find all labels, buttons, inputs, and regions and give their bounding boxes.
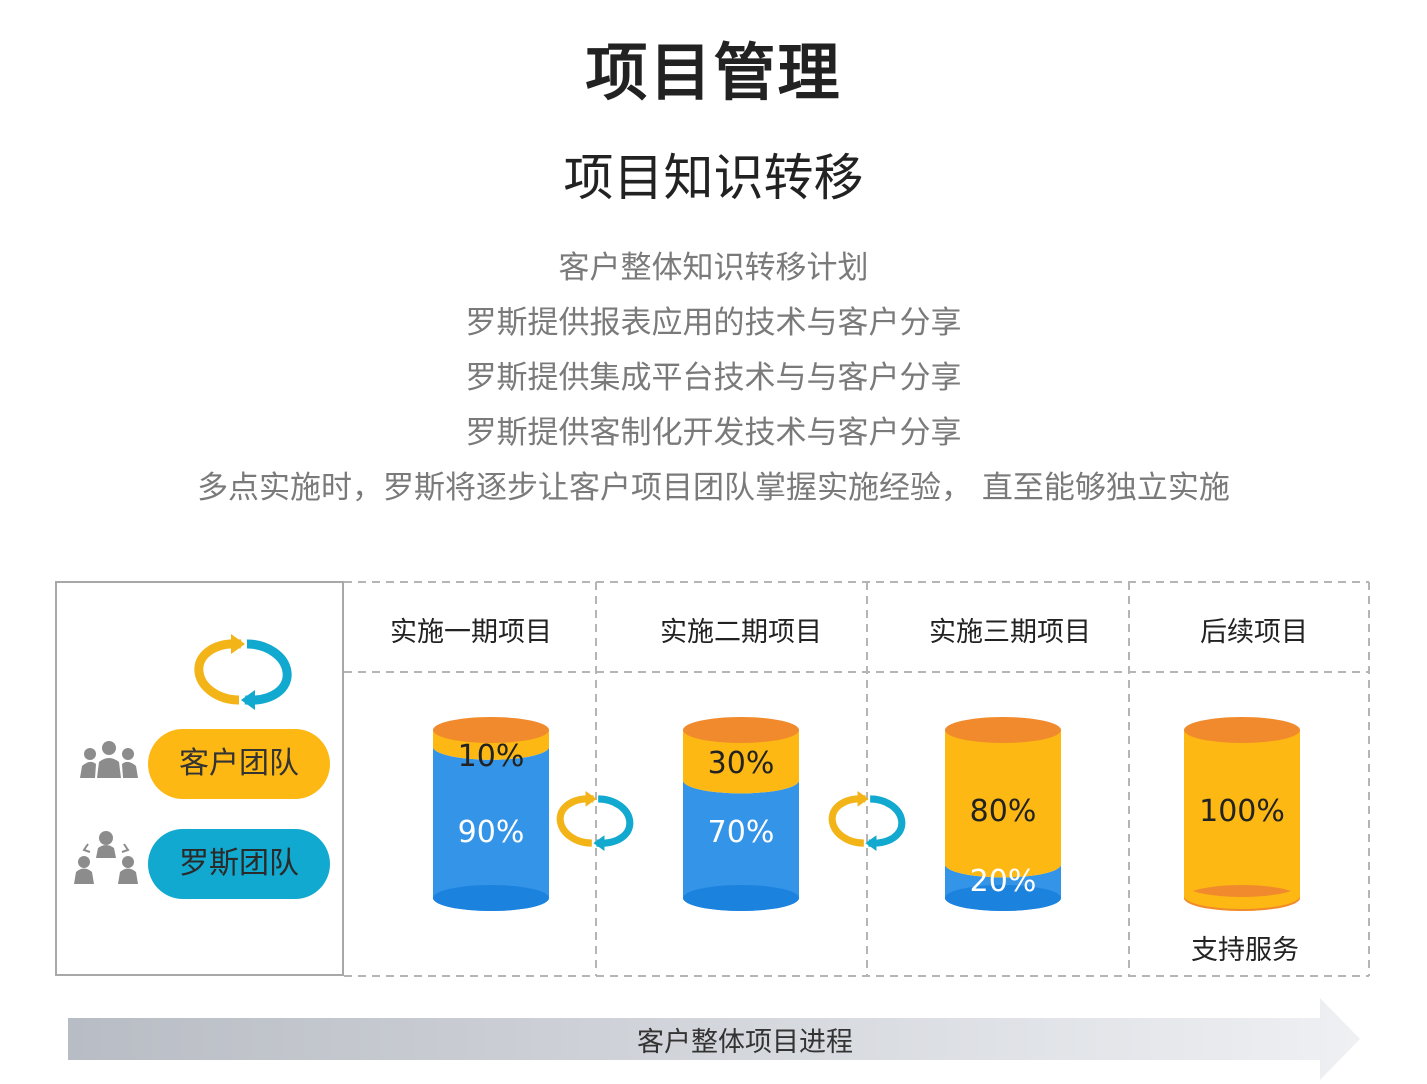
- list-item: 罗斯提供报表应用的技术与客户分享: [465, 305, 962, 341]
- cylinder-top: [433, 717, 549, 743]
- ross-team-badge: 罗斯团队: [148, 829, 330, 899]
- phase-2-client-pct: 30%: [707, 746, 775, 781]
- cylinder-top: [683, 717, 799, 743]
- client-segment: [945, 730, 1061, 878]
- phase-4-cylinder: [1184, 717, 1300, 911]
- list-item: 罗斯提供集成平台技术与与客户分享: [465, 360, 962, 396]
- list-item: 客户整体知识转移计划: [558, 250, 869, 286]
- phase-2-ross-pct: 70%: [707, 815, 775, 850]
- phase-3-client-pct: 80%: [969, 794, 1037, 829]
- phase-3-ross-pct: 20%: [969, 864, 1037, 899]
- page-subtitle: 项目知识转移: [563, 149, 864, 207]
- knowledge-transfer-list: 客户整体知识转移计划 罗斯提供报表应用的技术与客户分享 罗斯提供集成平台技术与与…: [0, 246, 1427, 521]
- client-team-badge: 客户团队: [148, 729, 330, 799]
- phase-4-client-pct: 100%: [1199, 794, 1285, 829]
- client-team-icon: [80, 741, 138, 778]
- list-item: 多点实施时，罗斯将逐步让客户项目团队掌握实施经验， 直至能够独立实施: [197, 470, 1230, 506]
- cycle-arrows-icon: [556, 791, 634, 851]
- cycle-arrows-icon: [828, 791, 906, 851]
- list-item: 罗斯提供客制化开发技术与客户分享: [465, 415, 962, 451]
- client-segment: [1184, 730, 1300, 911]
- phase-1-ross-pct: 90%: [457, 815, 525, 850]
- phase-4-label: 后续项目: [1200, 617, 1308, 648]
- client-segment: [683, 730, 799, 794]
- ross-team-icon: [74, 831, 138, 884]
- cylinder-base: [433, 885, 549, 911]
- phase-3-cylinder: [945, 717, 1061, 911]
- progress-arrow: [68, 998, 1360, 1080]
- cycle-arrows-icon: [194, 634, 292, 710]
- progress-label: 客户整体项目进程: [637, 1027, 853, 1058]
- phase-1-cylinder: [433, 717, 549, 911]
- phase-1-label: 实施一期项目: [390, 617, 552, 648]
- cylinder-top: [945, 717, 1061, 743]
- support-service-label: 支持服务: [1191, 935, 1299, 966]
- cylinder-base: [945, 885, 1061, 911]
- ross-segment: [433, 746, 549, 911]
- phase-2-cylinder: [683, 717, 799, 911]
- page-title: 项目管理: [585, 36, 842, 109]
- phase-1-client-pct: 10%: [457, 739, 525, 774]
- cylinder-top: [1184, 717, 1300, 743]
- ross-segment: [683, 780, 799, 911]
- client-segment: [1184, 884, 1300, 909]
- phase-3-label: 实施三期项目: [929, 617, 1091, 648]
- phase-2-label: 实施二期项目: [660, 617, 822, 648]
- cylinder-base: [683, 885, 799, 911]
